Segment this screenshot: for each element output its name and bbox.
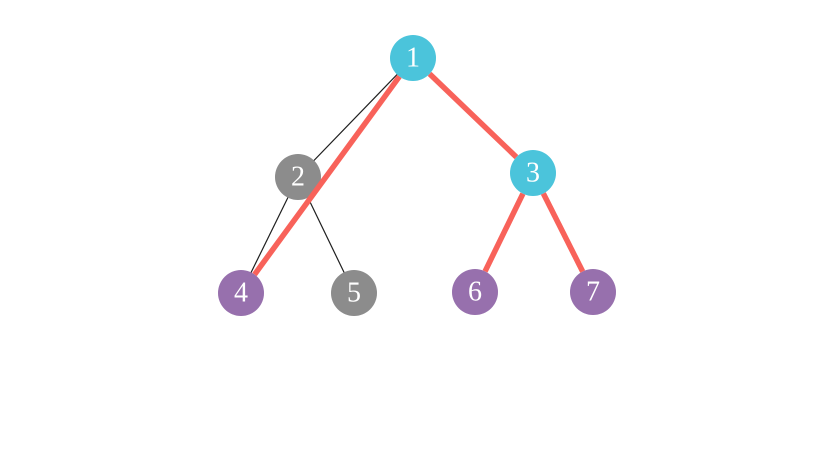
edge-1-2 [297,57,414,178]
graph-node-7 [570,269,616,315]
graph-node-4 [218,270,264,316]
graph-node-3 [510,150,556,196]
graph-node-6 [452,269,498,315]
highlighted-edge-3-7 [540,192,586,273]
highlighted-edge-3-6 [482,192,526,273]
graph-node-5 [331,270,377,316]
highlighted-edge-1-3 [427,71,519,160]
graph-node-1 [390,35,436,81]
highlighted-edge-1-4 [252,74,402,277]
graph-node-2 [275,154,321,200]
